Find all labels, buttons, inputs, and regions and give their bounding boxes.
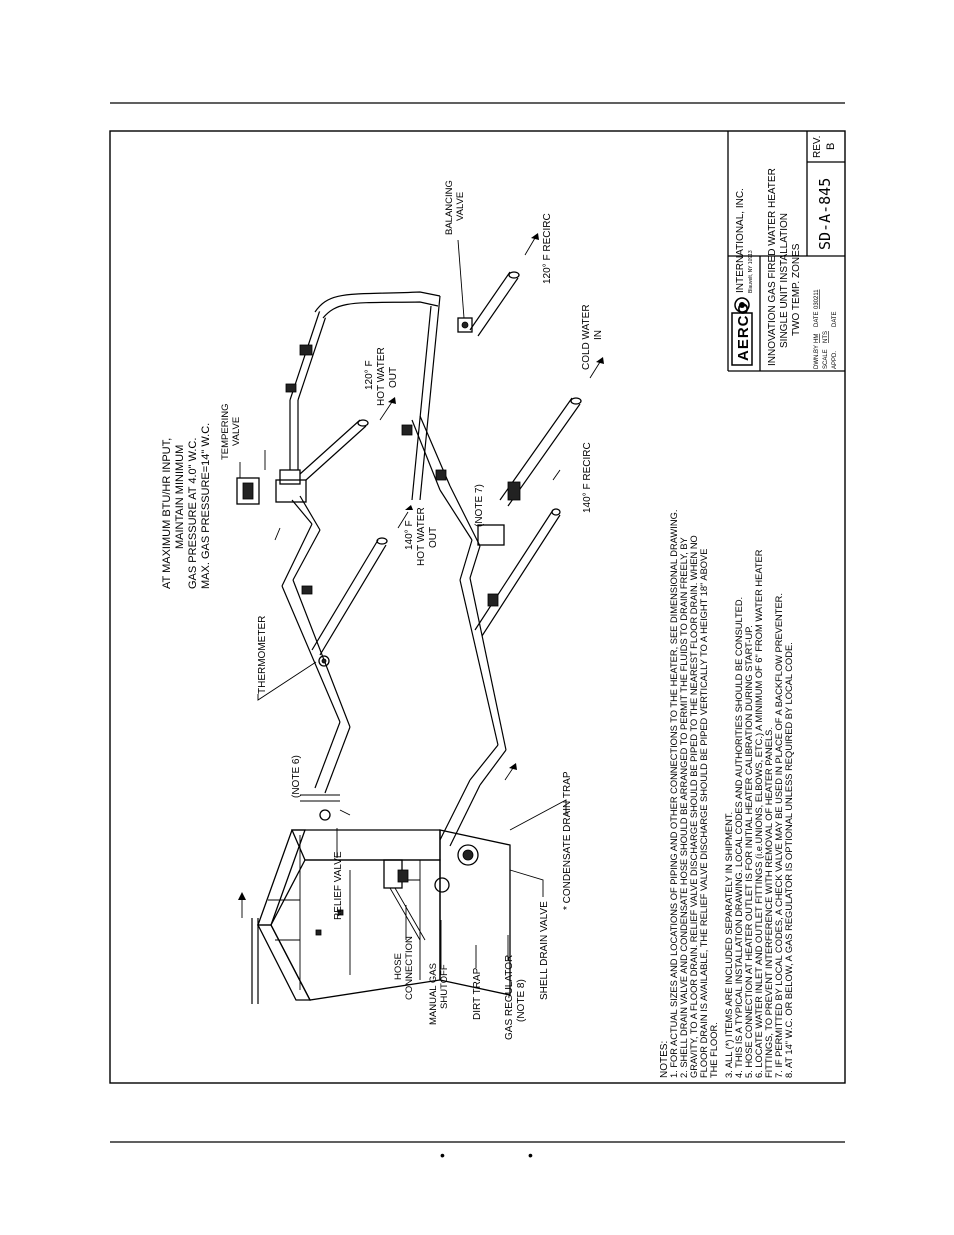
- gas-note-line-1: AT MAXIMUM BTU/HR INPUT,: [161, 438, 173, 589]
- gas-pressure-note: AT MAXIMUM BTU/HR INPUT, MAINTAIN MINIMU…: [161, 423, 212, 589]
- label-hose-connection: HOSE: [393, 953, 404, 980]
- label-hot-out-140-2: HOT WATER: [416, 507, 427, 566]
- label-recirc-140: 140° F RECIRC: [582, 442, 593, 513]
- label-hot-out-140: 140° F: [404, 520, 415, 550]
- label-note6: (NOTE 6): [291, 755, 302, 798]
- label-hot-out-120: 120° F: [364, 360, 375, 390]
- footer-bullet-2: •: [528, 1147, 533, 1163]
- gas-note-line-3: GAS PRESSURE AT 4.0" W.C.: [187, 438, 199, 589]
- tempering-valve-icon: [236, 477, 260, 505]
- label-thermometer: THERMOMETER: [257, 616, 268, 694]
- label-tempering-valve-2: VALVE: [231, 417, 242, 446]
- notes-block: NOTES: 1. FOR ACTUAL SIZES AND LOCATIONS…: [659, 510, 794, 1078]
- note-line: 8. AT 14" W.C. OR BELOW, A GAS REGULATOR…: [784, 642, 794, 1078]
- label-cold-in: COLD WATER: [581, 304, 592, 370]
- dwn-by-label: DWN.BY: [814, 345, 820, 369]
- label-shell-drain-valve: SHELL DRAIN VALVE: [539, 901, 550, 1000]
- note-line: 7. IF PERMITTED BY LOCAL CODES, A CHECK …: [774, 593, 784, 1078]
- notes-heading: NOTES:: [659, 1041, 670, 1078]
- company-name: INTERNATIONAL, INC.: [735, 188, 746, 293]
- label-balancing-valve-2: VALVE: [455, 192, 466, 221]
- label-hot-out-120-2: HOT WATER: [376, 347, 387, 406]
- note-line: 4. THIS IS A TYPICAL INSTALLATION DRAWIN…: [734, 597, 744, 1078]
- note-line: 3. ALL (*) ITEMS ARE INCLUDED SEPARATELY…: [724, 812, 734, 1078]
- label-tempering-valve: TEMPERING: [220, 404, 231, 460]
- label-manual-gas-shutoff: MANUAL GAS: [428, 963, 439, 1025]
- scale-label: SCALE: [823, 349, 829, 369]
- label-note7: (NOTE 7): [474, 484, 485, 527]
- rev-label: REV.: [812, 136, 823, 158]
- title-line-2: SINGLE UNIT INSTALLATION: [779, 213, 790, 348]
- label-gas-regulator: GAS REGULATOR: [504, 955, 515, 1040]
- gas-note-line-4: MAX. GAS PRESSURE=14" W.C.: [200, 423, 212, 589]
- label-hose-connection-2: CONNECTION: [404, 936, 415, 1000]
- gas-note-line-2: MAINTAIN MINIMUM: [174, 445, 186, 549]
- label-manual-gas-shutoff-2: SHUTOFF: [439, 964, 450, 1009]
- title-line-3: TWO TEMP. ZONES: [791, 243, 802, 336]
- appd-date-label: DATE: [832, 311, 838, 327]
- note-line: THE FLOOR.: [709, 1022, 719, 1078]
- rev-value: B: [825, 143, 837, 150]
- note-line: GRAVITY, TO A FLOOR DRAIN. RELIEF VALVE …: [689, 535, 699, 1078]
- cold-recirc-piping: [401, 397, 582, 847]
- date-label: DATE: [814, 311, 820, 327]
- dwn-by-value: HM: [814, 334, 820, 343]
- label-relief-valve: RELIEF VALVE: [333, 851, 344, 920]
- note-line: 5. HOSE CONNECTION AT HEATER OUTLET IS F…: [744, 625, 754, 1078]
- thermometer-icon: [318, 655, 330, 667]
- note-line: 6. LOCATE WATER INLET AND OUTLET FITTING…: [754, 549, 764, 1078]
- note-line: FLOOR DRAIN IS AVAILABLE, THE RELIEF VAL…: [699, 549, 709, 1078]
- flow-arrows: [264, 233, 604, 781]
- logo-circle-icon: [734, 297, 750, 313]
- title-block: AERCO INTERNATIONAL, INC. Blauvelt, NY 1…: [727, 131, 845, 372]
- label-gas-regulator-2: (NOTE 8): [516, 979, 527, 1022]
- company-city: Blauvelt, NY 10913: [748, 250, 754, 293]
- date-value: 030211: [814, 289, 820, 309]
- label-hot-out-120-3: OUT: [388, 367, 399, 388]
- title-line-1: INNOVATION GAS FIRED WATER HEATER: [767, 168, 778, 366]
- label-condensate-drain-trap: * CONDENSATE DRAIN TRAP: [562, 771, 573, 910]
- label-recirc-120: 120° F RECIRC: [542, 213, 553, 284]
- drawing-number: SD-A-845: [816, 178, 834, 250]
- aerco-logo: [731, 312, 753, 366]
- label-hot-out-140-3: OUT: [428, 527, 439, 548]
- appd-label: APPD.: [832, 351, 838, 369]
- note-line: FITTINGS, TO PREVENT INTERFERENCE WITH R…: [764, 727, 774, 1078]
- balancing-valve-icon: [457, 317, 473, 333]
- footer-bullet-1: •: [440, 1147, 445, 1163]
- water-heater-unit: [256, 829, 511, 1001]
- label-dirt-trap: DIRT TRAP: [472, 967, 483, 1020]
- note-line: 1. FOR ACTUAL SIZES AND LOCATIONS OF PIP…: [669, 510, 679, 1078]
- drawing-frame: [109, 130, 846, 1084]
- label-balancing-valve: BALANCING: [444, 180, 455, 235]
- logo-text: AERCO: [735, 302, 752, 361]
- hot-water-piping: [236, 271, 520, 794]
- scale-value: NTS: [823, 331, 829, 343]
- note-line: 2. SHELL DRAIN VALVE AND CONDENSATE HOSE…: [679, 537, 689, 1078]
- label-cold-in-2: IN: [593, 330, 604, 340]
